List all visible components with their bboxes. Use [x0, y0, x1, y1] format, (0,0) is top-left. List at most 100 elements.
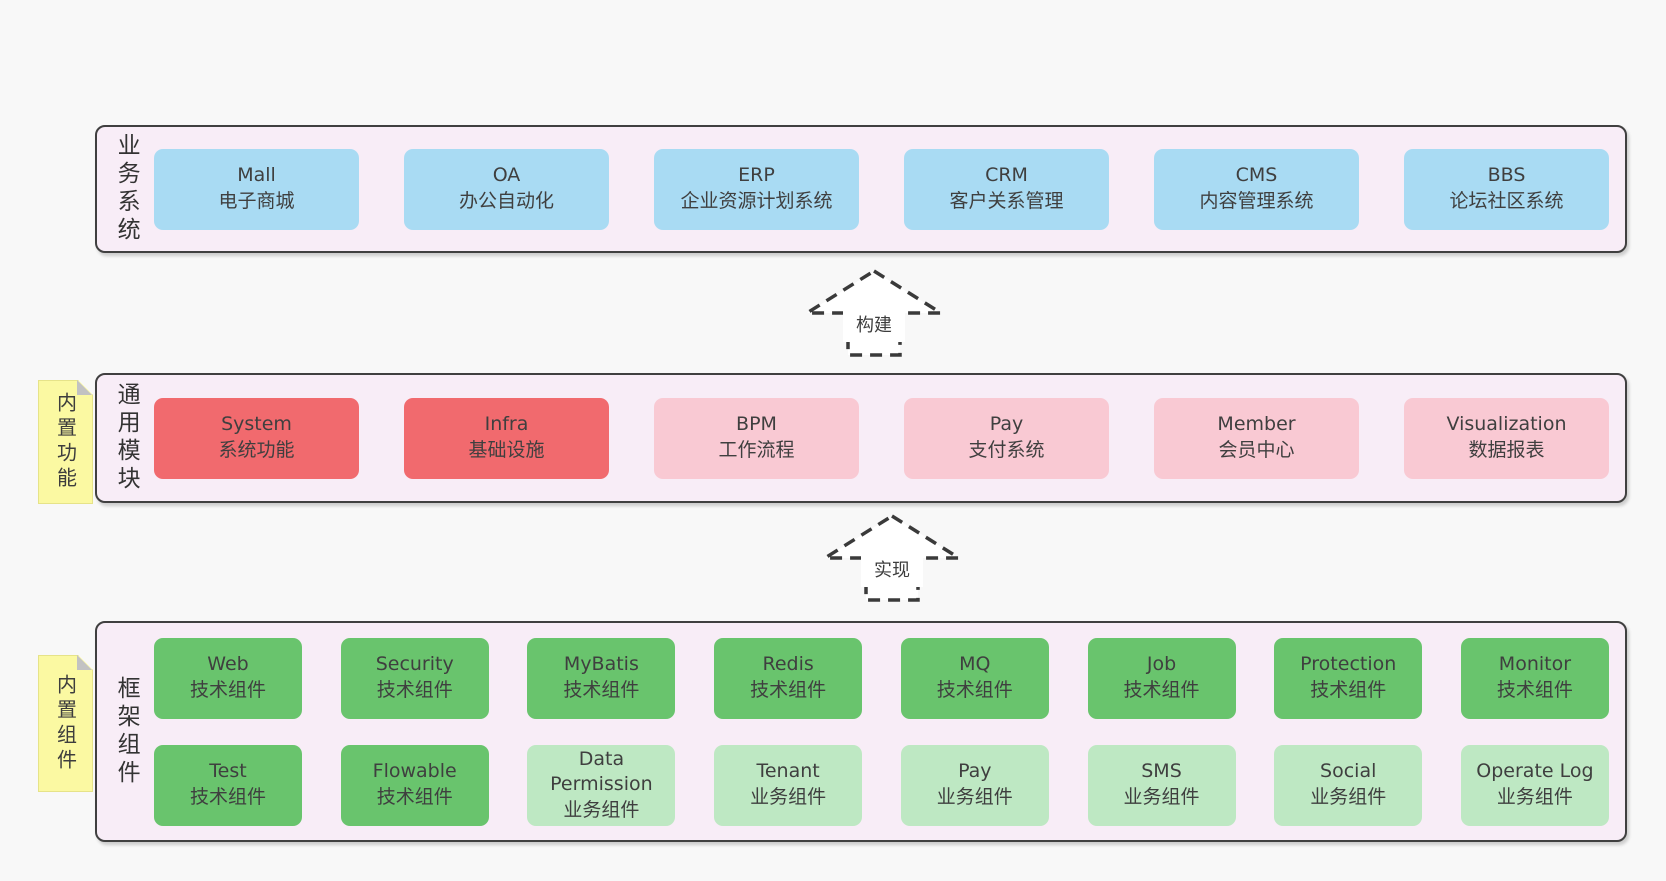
box-name: Visualization — [1446, 413, 1567, 436]
fold-corner-icon — [77, 380, 92, 395]
box-desc: 电子商城 — [218, 190, 295, 212]
box-desc: 论坛社区系统 — [1449, 190, 1564, 212]
box-desc: 办公自动化 — [458, 190, 554, 212]
box-desc: 业务组件 — [936, 786, 1013, 808]
box-bpm: BPM 工作流程 — [654, 397, 859, 479]
box-cms: CMS 内容管理系统 — [1154, 148, 1359, 230]
box-redis: Redis 技术组件 — [714, 637, 863, 719]
business-systems-row: Mall 电子商城 OA 办公自动化 ERP 企业资源计划系统 CRM 客户关系… — [154, 148, 1625, 230]
box-mall: Mall 电子商城 — [154, 148, 359, 230]
box-name: MyBatis — [563, 653, 639, 676]
box-desc: 技术组件 — [750, 679, 827, 701]
section-label-text: 通用模块 — [113, 382, 140, 494]
arrow-label: 构建 — [856, 315, 892, 336]
box-desc: 技术组件 — [376, 679, 453, 701]
section-label-text: 业务系统 — [113, 133, 140, 245]
section-label-business: 业务系统 — [97, 133, 154, 245]
framework-components-grid: Web 技术组件 Security 技术组件 MyBatis 技术组件 Redi… — [154, 637, 1625, 826]
box-desc: 技术组件 — [1310, 679, 1387, 701]
box-name: Protection — [1300, 653, 1397, 676]
box-crm: CRM 客户关系管理 — [904, 148, 1109, 230]
box-system: System 系统功能 — [154, 397, 359, 479]
box-security: Security 技术组件 — [340, 637, 489, 719]
box-operate-log: Operate Log 业务组件 — [1460, 744, 1609, 826]
box-desc: 业务组件 — [1123, 786, 1200, 808]
box-name: OA — [492, 164, 521, 187]
box-desc: 系统功能 — [218, 439, 295, 461]
box-job: Job 技术组件 — [1087, 637, 1236, 719]
box-oa: OA 办公自动化 — [404, 148, 609, 230]
framework-row-1: Web 技术组件 Security 技术组件 MyBatis 技术组件 Redi… — [154, 637, 1609, 719]
box-desc: 技术组件 — [1496, 679, 1573, 701]
box-mq: MQ 技术组件 — [900, 637, 1049, 719]
box-name: SMS — [1141, 760, 1182, 783]
box-name: CMS — [1235, 164, 1278, 187]
box-desc: 业务组件 — [1310, 786, 1387, 808]
box-mybatis: MyBatis 技术组件 — [527, 637, 676, 719]
box-name: Redis — [762, 653, 814, 676]
box-protection: Protection 技术组件 — [1274, 637, 1423, 719]
box-test: Test 技术组件 — [154, 744, 302, 826]
sticky-note-text: 内置组件 — [53, 673, 78, 774]
business-systems-section: 业务系统 Mall 电子商城 OA 办公自动化 ERP 企业资源计划系统 CRM… — [95, 125, 1627, 253]
box-name: Data Permission — [550, 747, 653, 796]
arrow-label-bg — [861, 554, 923, 587]
box-desc: 基础设施 — [468, 439, 545, 461]
box-bbs: BBS 论坛社区系统 — [1404, 148, 1609, 230]
box-name: ERP — [738, 164, 775, 187]
build-arrow: 构建 — [804, 268, 944, 358]
box-desc: 业务组件 — [1496, 786, 1573, 808]
section-label-text: 框架组件 — [113, 675, 140, 788]
box-monitor: Monitor 技术组件 — [1460, 637, 1609, 719]
box-name: Mall — [237, 164, 276, 187]
box-erp: ERP 企业资源计划系统 — [654, 148, 859, 230]
box-desc: 客户关系管理 — [949, 190, 1064, 212]
box-desc: 技术组件 — [189, 786, 266, 808]
box-desc: 业务组件 — [563, 798, 640, 821]
implement-arrow: 实现 — [822, 513, 962, 603]
box-visualization: Visualization 数据报表 — [1404, 397, 1609, 479]
box-name: Flowable — [372, 760, 457, 783]
box-desc: 会员中心 — [1218, 439, 1295, 461]
box-name: Infra — [484, 413, 529, 436]
box-desc: 技术组件 — [376, 786, 453, 808]
box-desc: 企业资源计划系统 — [680, 190, 833, 212]
box-desc: 业务组件 — [750, 786, 827, 808]
box-name: Monitor — [1498, 653, 1572, 676]
box-desc: 工作流程 — [718, 439, 795, 461]
box-name: Test — [209, 760, 247, 783]
box-sms: SMS 业务组件 — [1087, 744, 1236, 826]
box-desc: 技术组件 — [936, 679, 1013, 701]
arrow-label-bg — [843, 309, 905, 342]
fold-corner-icon — [77, 655, 92, 670]
section-label-modules: 通用模块 — [97, 382, 154, 494]
box-desc: 内容管理系统 — [1199, 190, 1314, 212]
box-name: Tenant — [756, 760, 820, 783]
box-name: CRM — [985, 164, 1028, 187]
section-label-framework: 框架组件 — [97, 676, 154, 788]
box-flowable: Flowable 技术组件 — [340, 744, 489, 826]
box-tenant: Tenant 业务组件 — [714, 744, 863, 826]
box-pay-biz: Pay 业务组件 — [900, 744, 1049, 826]
arrow-label: 实现 — [874, 560, 910, 581]
box-name: Pay — [989, 413, 1024, 436]
box-member: Member 会员中心 — [1154, 397, 1359, 479]
box-pay: Pay 支付系统 — [904, 397, 1109, 479]
sticky-note-builtin-features: 内置功能 — [38, 380, 93, 504]
framework-row-2: Test 技术组件 Flowable 技术组件 Data Permission … — [154, 744, 1609, 826]
box-data-permission: Data Permission 业务组件 — [527, 744, 676, 826]
box-name: BPM — [736, 413, 777, 436]
common-modules-section: 通用模块 System 系统功能 Infra 基础设施 BPM 工作流程 Pay… — [95, 373, 1627, 503]
sticky-note-text: 内置功能 — [53, 392, 78, 492]
box-name: Web — [207, 653, 249, 676]
sticky-note-builtin-components: 内置组件 — [38, 655, 93, 792]
box-desc: 技术组件 — [1123, 679, 1200, 701]
box-name: Social — [1320, 760, 1377, 783]
box-name: Operate Log — [1476, 760, 1594, 783]
box-desc: 技术组件 — [189, 679, 266, 701]
common-modules-row: System 系统功能 Infra 基础设施 BPM 工作流程 Pay 支付系统… — [154, 397, 1625, 479]
box-name: Security — [375, 653, 454, 676]
box-name: Pay — [958, 760, 992, 783]
box-name: BBS — [1487, 164, 1526, 187]
box-name: System — [221, 413, 292, 436]
